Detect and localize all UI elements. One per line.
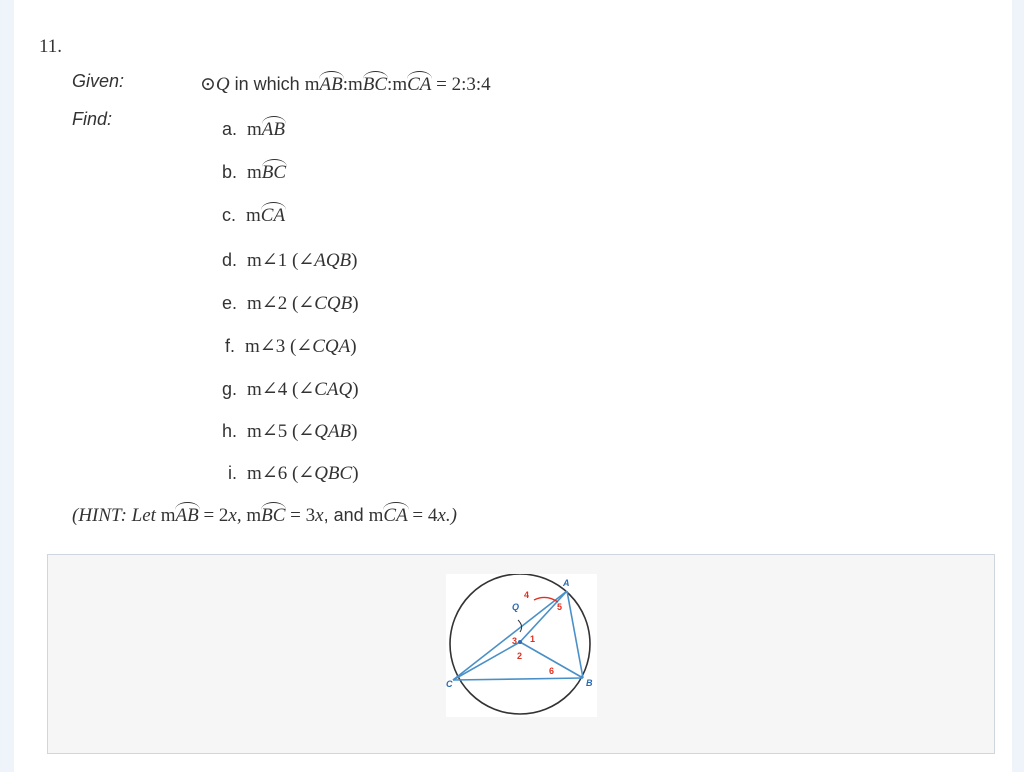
point-label-b: B [586,678,593,688]
radius-qc [452,641,521,681]
find-item-g: g. m∠4 (∠CAQ) [222,378,359,401]
ratio-colon: : [342,74,348,95]
arc-ab: AB [175,502,200,526]
item-letter: c. [222,205,237,225]
arc-bc: BC [261,502,287,526]
given-label: Given: [72,71,125,91]
angle-expression: m∠6 (∠ [247,463,315,484]
point-label-a: A [562,578,570,588]
measure-m: m [160,505,176,526]
question-number: 11. [39,36,63,57]
angle-label-3: 3 [512,636,517,646]
radius-qa [519,590,568,643]
angle-name: CQA [312,336,351,357]
arc-ca: CA [260,202,287,226]
arc-ca: CA [407,71,433,95]
item-letter: b. [222,162,238,182]
close-paren: ) [352,379,359,400]
angle-expression: m∠5 (∠ [247,421,315,442]
find-label: Find: [72,109,113,129]
find-item-b: b. mBC [222,159,288,184]
hint-x: x [315,505,324,526]
hint-eq3: = 4 [407,505,438,526]
angle-label-1: 1 [530,634,535,644]
chord-ca [452,590,568,681]
circle-diagram-svg: A B C Q 1 2 3 4 5 6 [446,573,593,715]
find-item-e: e. m∠2 (∠CQB) [222,292,359,315]
arc-ca: CA [383,502,409,526]
circle-diagram: A B C Q 1 2 3 4 5 6 [446,573,597,717]
angle-label-4: 4 [524,590,529,600]
angle-name: AQB [314,250,352,271]
arc-ab: AB [261,116,287,140]
item-letter: d. [222,250,238,270]
angle-expression: m∠1 (∠ [247,250,315,271]
hint-text: (HINT: Let mAB = 2x, mBC = 3x, and mCA =… [72,502,457,527]
close-paren: ) [351,421,358,442]
close-paren: ) [352,463,359,484]
measure-m: m [392,74,408,95]
chord-bc [452,677,584,681]
circle-symbol: ⊙ [200,74,216,95]
find-item-c: c. mCA [222,202,287,227]
measure-m: m [368,505,384,526]
angle-name: QBC [314,463,353,484]
circle-outline [449,573,591,715]
close-paren: ) [351,250,358,271]
ratio-value: 2:3:4 [451,74,491,95]
figure-container: A B C Q 1 2 3 4 5 6 [47,554,995,754]
arc-bc: BC [362,71,389,95]
point-label-q: Q [512,602,519,612]
item-letter: g. [222,379,238,399]
chord-ab [566,590,584,679]
measure-m: m [246,505,262,526]
angle-label-6: 6 [549,666,554,676]
item-letter: i. [228,463,237,483]
measure-m: m [247,119,262,140]
close-paren: ) [350,336,357,357]
item-letter: a. [222,119,238,139]
angle-name: QAB [314,421,352,442]
ratio-colon: : [387,74,393,95]
close-paren: ) [352,293,359,314]
hint-eq1: = 2 [198,505,229,526]
hint-comma: , [236,505,247,526]
angle-name: CAQ [314,379,353,400]
find-item-i: i. m∠6 (∠QBC) [228,462,359,485]
arc-bc: BC [261,159,288,183]
hint-close: .) [445,505,457,526]
item-letter: f. [225,336,236,356]
angle-name: CQB [314,293,353,314]
measure-m: m [247,162,262,183]
hint-open: (HINT: Let [72,505,161,526]
measure-m: m [347,74,363,95]
angle-expression: m∠2 (∠ [247,293,315,314]
item-letter: e. [222,293,238,313]
find-item-f: f. m∠3 (∠CQA) [225,335,357,358]
radius-qb [519,641,584,679]
find-item-h: h. m∠5 (∠QAB) [222,420,357,443]
angle-expression: m∠4 (∠ [247,379,315,400]
angle-marker-arrow [517,619,523,633]
angle-expression: m∠3 (∠ [245,336,313,357]
arc-ab: AB [319,71,344,95]
in-which-text: in which [229,74,305,94]
center-point [518,640,522,644]
given-statement: ⊙Q in which mAB:mBC:mCA = 2:3:4 [200,71,491,96]
hint-x: x [437,505,446,526]
point-label-c: C [446,679,453,689]
hint-and: , and [323,505,369,525]
item-letter: h. [222,421,238,441]
measure-m: m [246,205,261,226]
hint-eq2: = 3 [285,505,316,526]
angle-4-arc [533,596,559,603]
circle-name: Q [215,74,230,95]
angle-label-2: 2 [517,651,522,661]
find-item-a: a. mAB [222,116,287,141]
hint-x: x [228,505,237,526]
equals-sign: = [431,74,452,95]
measure-m: m [304,74,320,95]
angle-label-5: 5 [557,602,562,612]
find-item-d: d. m∠1 (∠AQB) [222,249,357,272]
